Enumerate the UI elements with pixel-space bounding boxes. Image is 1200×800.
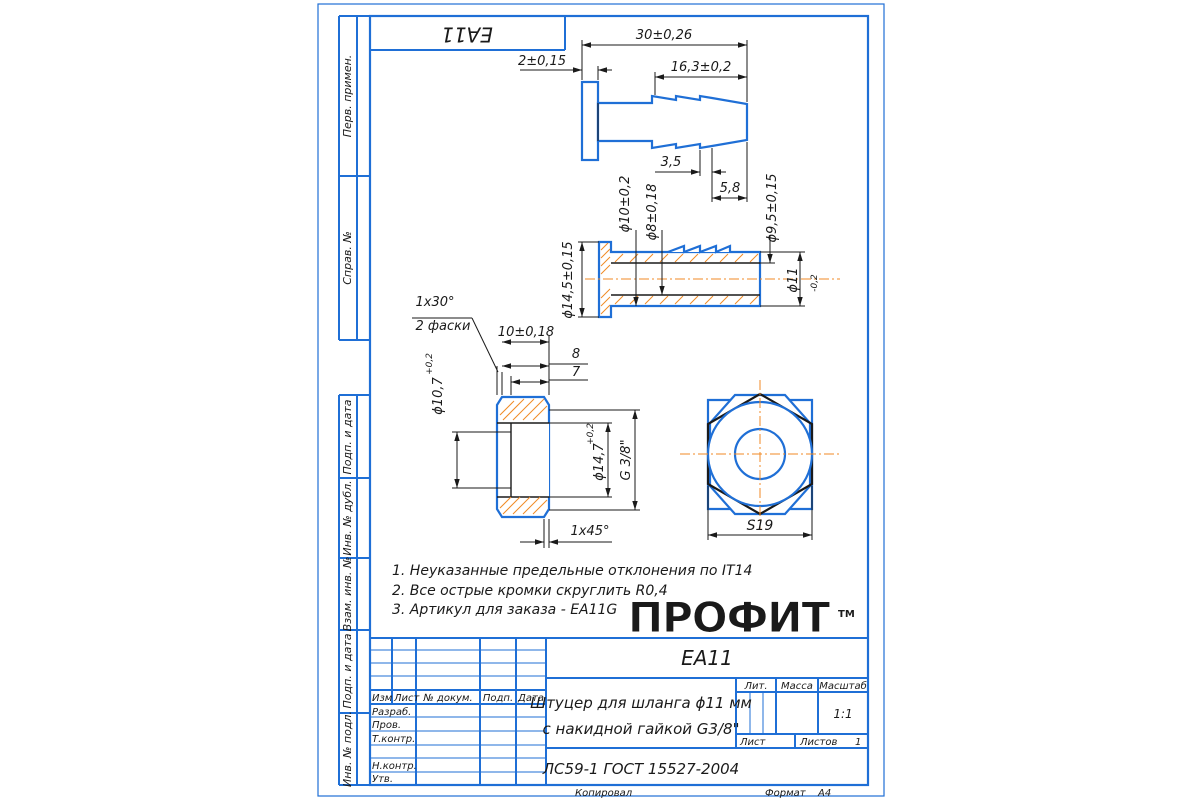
dim-d14-5: ϕ14,5±0,15 [561, 241, 576, 318]
col-list: Лист [393, 693, 421, 704]
dim-hex-s19: S19 [747, 518, 774, 534]
row-razrab: Разраб. [372, 706, 411, 718]
profit-logo: ПРОФИТ TM [628, 593, 855, 643]
dim-d10-7: ϕ10,7 [431, 377, 446, 415]
col-dokum: № докум. [422, 693, 472, 704]
footer-kopiroval: Копировал [575, 788, 633, 799]
dim-d10: ϕ10±0,2 [618, 176, 633, 233]
dim-d10-7-tol: +0,2 [425, 353, 435, 375]
side-label-inv-dubl: Инв. № дубл. [341, 480, 354, 555]
row-nkontr: Н.контр. [372, 761, 417, 772]
col-list-2: Лист [739, 737, 767, 748]
dim-d11: ϕ11 [786, 267, 801, 292]
title-block-grid [370, 637, 868, 785]
hex-nut-dims [707, 486, 813, 540]
title-line-1: Штуцер для шланга ϕ11 мм [530, 694, 752, 712]
col-podp: Подп. [483, 693, 513, 704]
title-designation: EA11 [681, 646, 733, 670]
side-label-podp-data-2: Подп. и дата [341, 633, 354, 708]
col-data: Дата [517, 693, 544, 704]
fitting-side-view [580, 80, 749, 162]
dim-chamfer-count: 2 фаски [416, 319, 471, 334]
dim-nut-8: 8 [572, 347, 580, 362]
title-material: ЛС59-1 ГОСТ 15527-2004 [542, 760, 739, 778]
title-line-2: с накидной гайкой G3/8" [543, 720, 740, 738]
dim-d9-5: ϕ9,5±0,15 [765, 173, 780, 242]
dim-thread: G 3/8" [619, 439, 634, 480]
note-1: 1. Неуказанные предельные отклонения по … [392, 563, 752, 579]
fitting-side-view-dims [520, 40, 748, 202]
side-strip [338, 15, 370, 786]
note-2: 2. Все острые кромки скруглить R0,4 [392, 583, 668, 599]
dim-step-3-5: 3,5 [661, 155, 682, 170]
nut-section-view [495, 395, 551, 519]
dim-d8: ϕ8±0,18 [645, 184, 660, 241]
fitting-section-dims [578, 230, 805, 318]
top-stamp-designation: EA11 [441, 23, 493, 47]
logo-text: ПРОФИТ [628, 593, 830, 642]
side-label-podp-data: Подп. и дата [341, 399, 354, 474]
dim-d11-tol: -0,2 [810, 274, 820, 292]
dim-chamfer-30: 1x30° [415, 295, 454, 310]
dim-d14-7: ϕ14,7 [592, 443, 607, 481]
hex-nut-front-view [680, 380, 840, 530]
dim-chamfer-45: 1x45° [570, 524, 609, 539]
row-utv: Утв. [372, 774, 393, 785]
col-listov: Листов [799, 737, 837, 748]
row-tkontr: Т.контр. [372, 734, 415, 745]
side-label-inv-podl: Инв. № подл. [341, 711, 354, 787]
scale-value: 1:1 [833, 707, 852, 721]
fitting-section-hatch [600, 242, 759, 315]
dim-nut-7: 7 [572, 365, 581, 380]
sheet-frame [317, 3, 885, 797]
dim-d14-7-tol: +0,2 [586, 423, 596, 445]
side-label-sprav-no: Справ. № [341, 231, 354, 285]
col-masshtab: Масштаб [819, 680, 867, 692]
dim-length-total: 30±0,26 [636, 28, 692, 43]
row-prov: Пров. [372, 720, 401, 731]
dim-flange: 2±0,15 [518, 54, 566, 69]
dim-step-5-8: 5,8 [720, 181, 741, 196]
nut-section-hatch [499, 398, 548, 515]
side-label-perv-primen: Перв. примен. [341, 55, 354, 138]
top-stamp [370, 16, 566, 51]
side-label-vzam-inv: Взам. инв. № [341, 557, 354, 632]
note-3: 3. Артикул для заказа - EA11G [392, 602, 617, 618]
nut-section-dims [412, 317, 640, 548]
dim-barb-length: 16,3±0,2 [671, 60, 732, 75]
logo-tm: TM [838, 609, 855, 620]
listov-value: 1 [855, 737, 861, 748]
footer-format-value: A4 [817, 788, 831, 799]
col-izm: Изм [372, 693, 393, 704]
col-lit: Лит. [743, 681, 767, 692]
dim-nut-length: 10±0,18 [498, 325, 554, 340]
footer-format: Формат [765, 788, 807, 799]
col-massa: Масса [781, 681, 813, 692]
